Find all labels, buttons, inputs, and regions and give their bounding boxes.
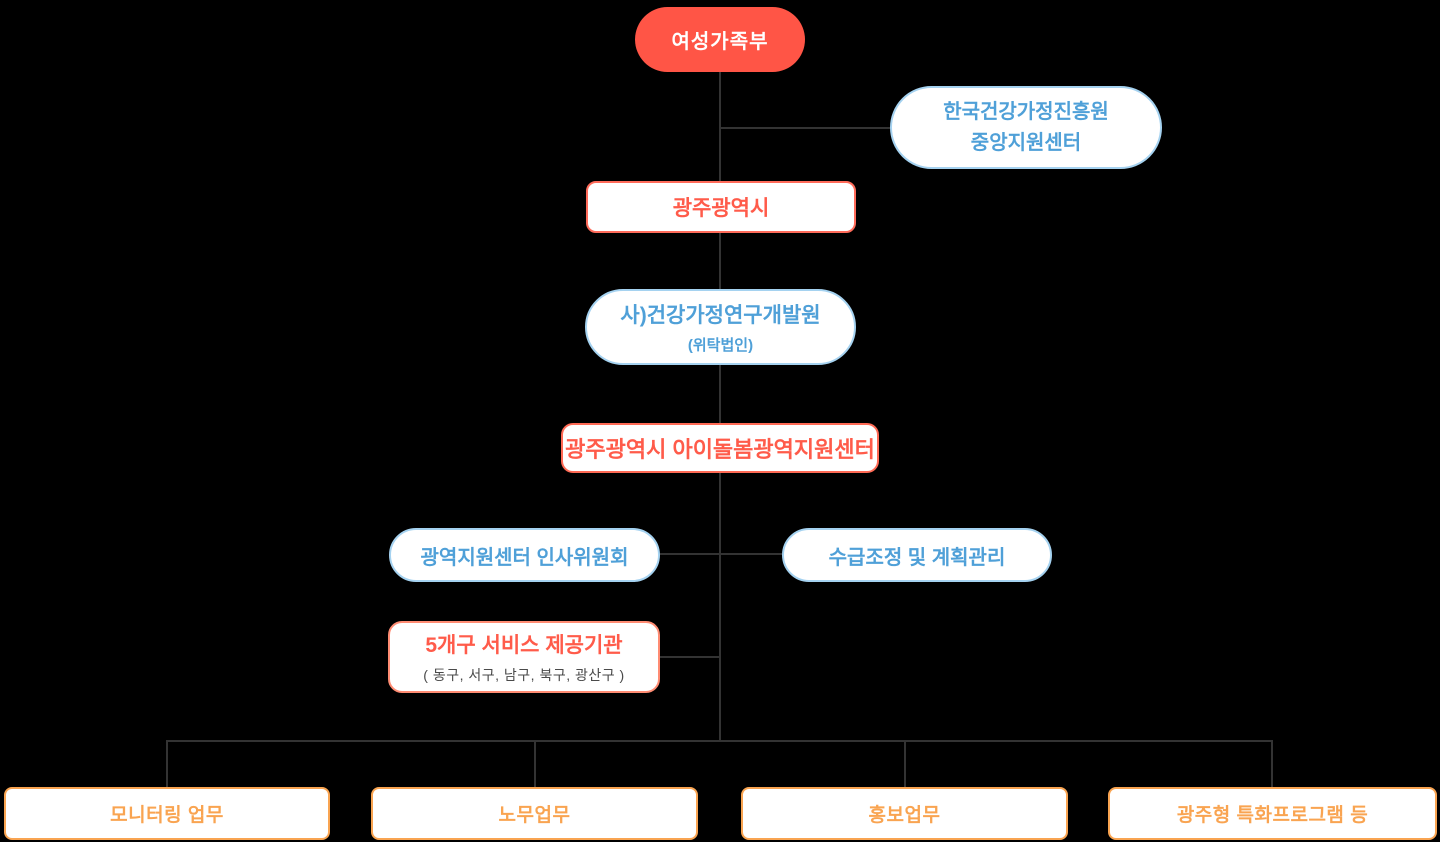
connector-drop-task4	[1271, 740, 1273, 787]
node-label: 홍보업무	[868, 805, 941, 826]
node-label: 모니터링 업무	[110, 805, 224, 826]
node-task-special-programs: 광주형 특화프로그램 등	[1108, 787, 1437, 840]
connector-committee-row	[658, 553, 782, 555]
node-label: 광주광역시	[672, 197, 770, 220]
node-label: 수급조정 및 계획관리	[828, 546, 1006, 569]
node-gwangju-city: 광주광역시	[586, 181, 856, 233]
connector-branch-central-center	[719, 127, 892, 129]
node-label-line2: 중앙지원센터	[970, 131, 1082, 154]
connector-research-to-regional	[719, 365, 721, 423]
node-research-institute: 사)건강가정연구개발원 (위탁법인)	[585, 289, 856, 365]
node-task-labor: 노무업무	[371, 787, 698, 840]
node-label: 광역지원센터 인사위원회	[420, 546, 629, 569]
connector-drop-task3	[904, 740, 906, 787]
connector-drop-task1	[166, 740, 168, 787]
node-regional-childcare-center: 광주광역시 아이돌봄광역지원센터	[561, 423, 879, 473]
connector-providers-branch	[660, 656, 720, 658]
connector-regional-to-tasks	[719, 473, 721, 741]
node-supply-planning: 수급조정 및 계획관리	[782, 528, 1052, 582]
node-label-line1: 한국건강가정진흥원	[943, 100, 1109, 123]
node-central-support-center: 한국건강가정진흥원 중앙지원센터	[890, 86, 1162, 169]
node-task-monitoring: 모니터링 업무	[4, 787, 330, 840]
node-label: 5개구 서비스 제공기관	[425, 634, 623, 657]
node-label: 광주광역시 아이돌봄광역지원센터	[565, 437, 875, 462]
node-sublabel: (위탁법인)	[687, 337, 754, 354]
node-sublabel: ( 동구, 서구, 남구, 북구, 광산구 )	[423, 667, 625, 683]
node-hr-committee: 광역지원센터 인사위원회	[389, 528, 660, 582]
node-label: 여성가족부	[671, 31, 769, 53]
node-label: 노무업무	[498, 805, 571, 826]
node-label: 광주형 특화프로그램 등	[1176, 805, 1369, 826]
node-label: 사)건강가정연구개발원	[620, 304, 821, 327]
node-task-promotion: 홍보업무	[741, 787, 1068, 840]
node-five-district-providers: 5개구 서비스 제공기관 ( 동구, 서구, 남구, 북구, 광산구 )	[388, 621, 660, 693]
connector-city-to-research	[719, 233, 721, 289]
node-ministry-of-gender-equality: 여성가족부	[635, 7, 805, 72]
connector-drop-task2	[534, 740, 536, 787]
connector-tasks-row	[166, 740, 1273, 742]
